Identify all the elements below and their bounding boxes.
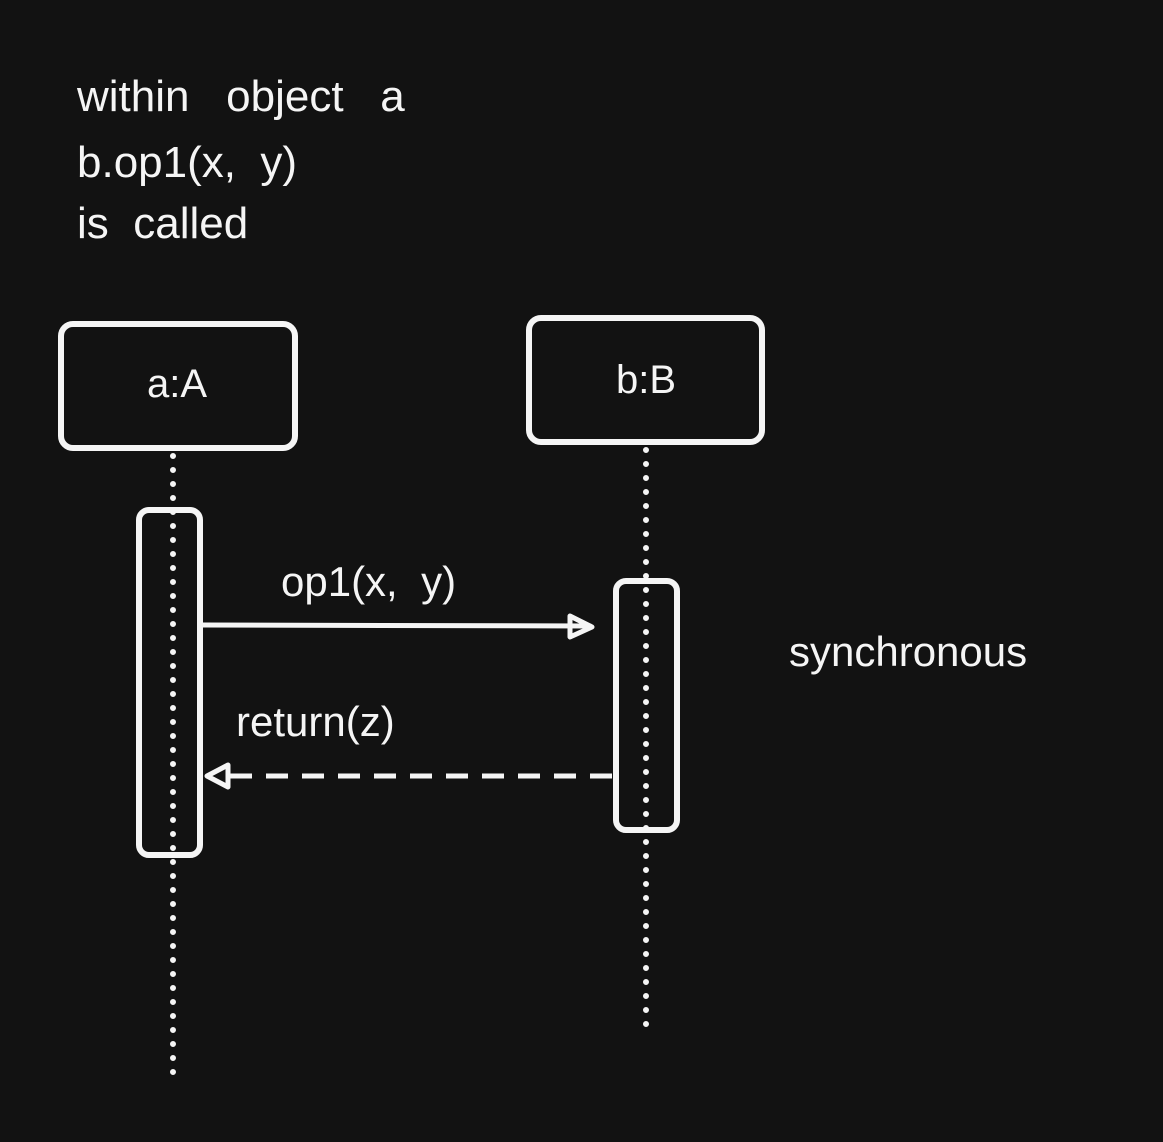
synchronous-annotation: synchronous bbox=[789, 628, 1027, 675]
note-line-3: is called bbox=[77, 199, 248, 248]
message-return: return(z) bbox=[204, 698, 612, 790]
note: within object a b.op1(x, y) is called bbox=[76, 72, 405, 248]
return-arrowhead-icon bbox=[204, 762, 231, 790]
activation-bar-a bbox=[136, 507, 203, 858]
note-line-1: within object a bbox=[76, 72, 405, 121]
object-a-box bbox=[58, 321, 298, 451]
object-b-box bbox=[526, 315, 765, 445]
object-b-label: b:B bbox=[616, 358, 676, 402]
call-label: op1(x, y) bbox=[281, 558, 456, 605]
object-a-label: a:A bbox=[147, 362, 207, 406]
activation-bar-b bbox=[613, 578, 680, 833]
note-line-2: b.op1(x, y) bbox=[77, 138, 297, 187]
call-arrowhead-icon bbox=[567, 613, 595, 640]
message-call: op1(x, y) bbox=[200, 558, 595, 640]
object-b: b:B bbox=[526, 315, 765, 445]
return-label: return(z) bbox=[236, 698, 395, 745]
call-arrow-line bbox=[200, 622, 593, 629]
object-a: a:A bbox=[58, 321, 298, 451]
